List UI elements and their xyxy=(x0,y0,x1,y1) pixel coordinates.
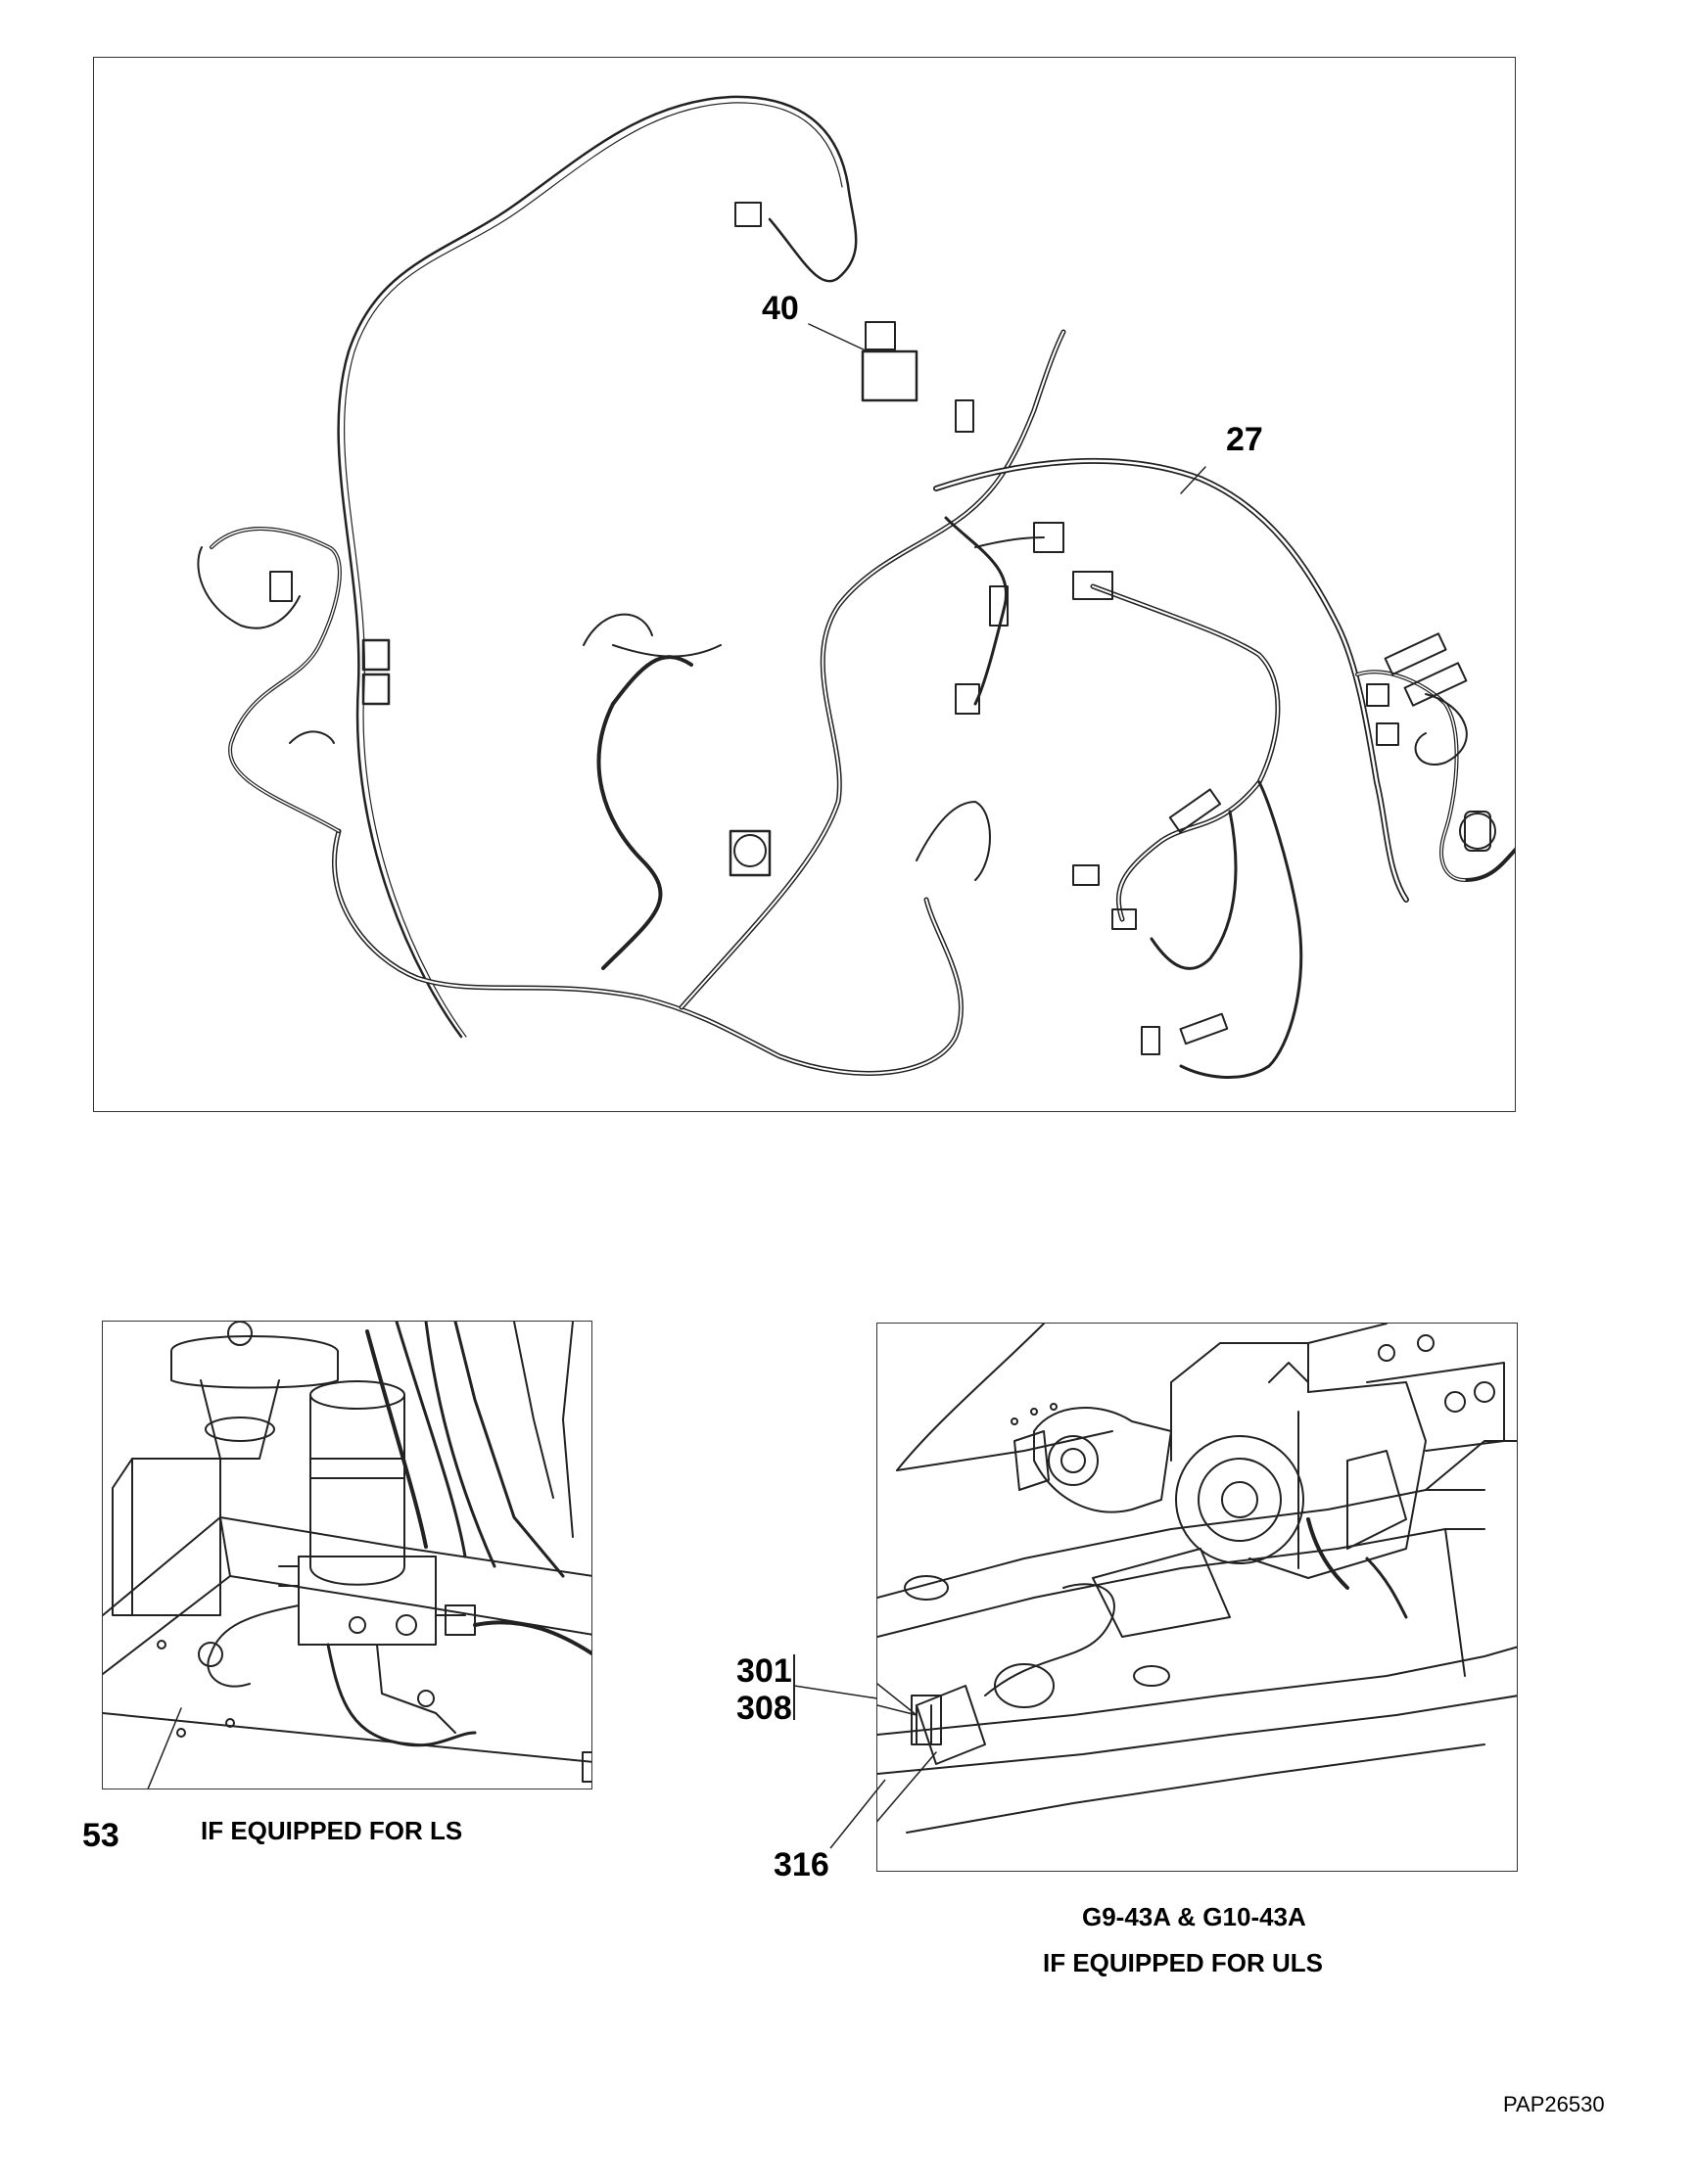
caption-model-codes: G9-43A & G10-43A xyxy=(1082,1902,1306,1931)
ls-detail-panel xyxy=(102,1321,592,1789)
callout-40: 40 xyxy=(762,290,799,327)
callout-308: 308 xyxy=(736,1690,792,1727)
uls-detail-panel xyxy=(876,1323,1518,1872)
callout-301: 301 xyxy=(736,1652,792,1690)
figure-code: PAP26530 xyxy=(1503,2092,1605,2116)
callout-53: 53 xyxy=(82,1817,119,1854)
fuel-filter-drawing xyxy=(103,1322,591,1789)
caption-if-equipped-uls: IF EQUIPPED FOR ULS xyxy=(1043,1948,1324,1977)
wiring-harness-drawing xyxy=(197,95,1515,1080)
harness-panel xyxy=(93,57,1516,1112)
caption-if-equipped-ls: IF EQUIPPED FOR LS xyxy=(201,1816,463,1845)
callout-316: 316 xyxy=(774,1846,829,1883)
transmission-drawing xyxy=(877,1324,1517,1834)
callout-27: 27 xyxy=(1226,421,1263,458)
